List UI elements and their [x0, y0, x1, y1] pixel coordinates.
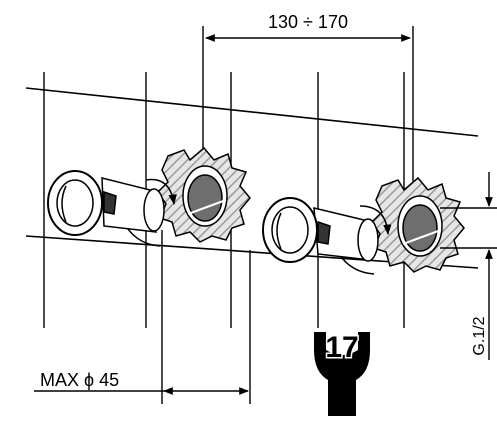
right-fitting — [262, 176, 465, 275]
max-diameter-label: MAX ϕ 45 — [40, 370, 119, 390]
thread-dimension — [440, 172, 497, 360]
thread-label: G.1/2 — [471, 316, 488, 355]
spacing-label: 130 ÷ 170 — [268, 12, 348, 32]
wrench-icon: 17 — [314, 330, 370, 416]
spacing-dimension: 130 ÷ 170 — [205, 12, 411, 42]
wrench-size-label: 17 — [325, 331, 358, 364]
max-diameter-dimension: MAX ϕ 45 — [34, 370, 249, 395]
left-fitting — [47, 146, 251, 247]
